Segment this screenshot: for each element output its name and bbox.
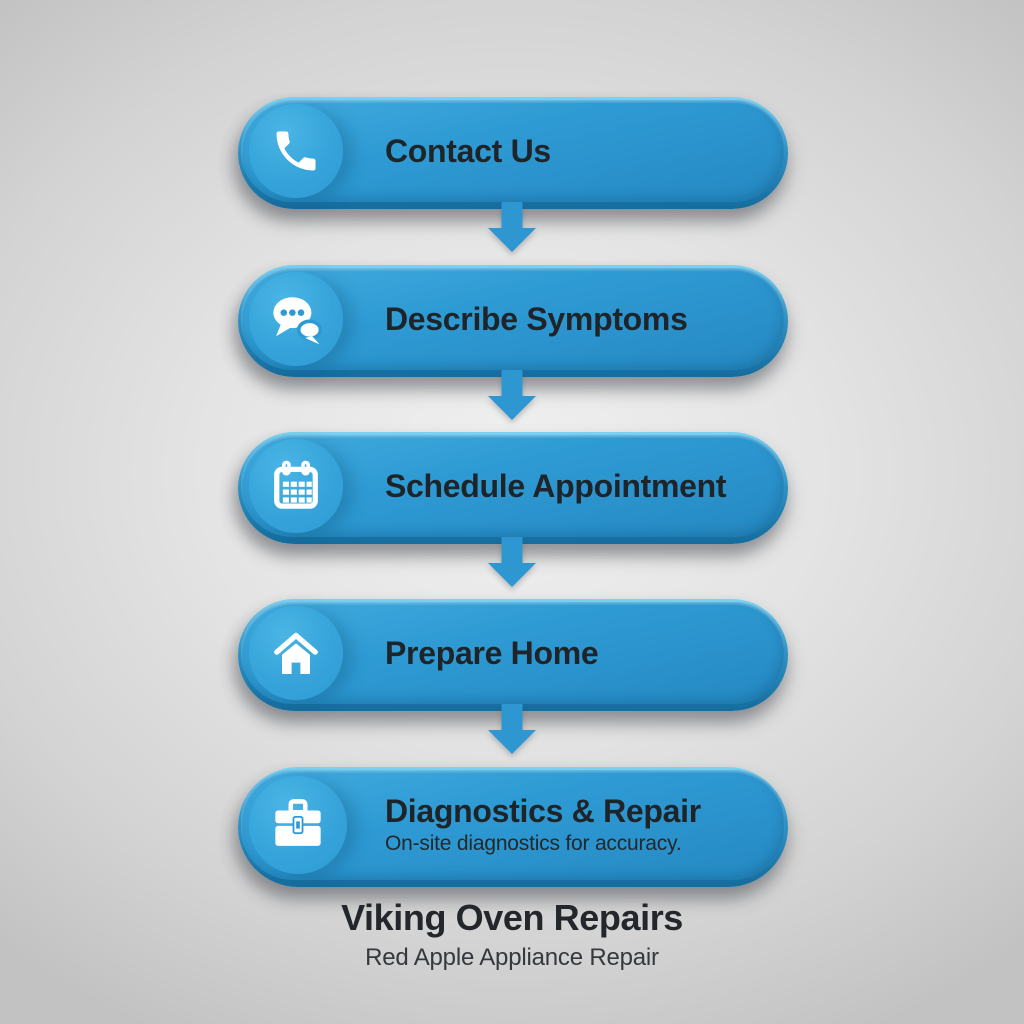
step-subtitle: On-site diagnostics for accuracy. xyxy=(385,831,682,855)
down-arrow-icon xyxy=(488,370,536,420)
step-icon-badge xyxy=(249,272,343,366)
down-arrow-icon xyxy=(488,537,536,587)
step-contact-us: Contact Us xyxy=(238,97,788,209)
step-prepare-home: Prepare Home xyxy=(238,599,788,711)
footer-subtitle: Red Apple Appliance Repair xyxy=(365,944,659,971)
phone-icon xyxy=(276,131,316,171)
footer-title: Viking Oven Repairs xyxy=(341,897,683,938)
pill-body: Prepare Home xyxy=(241,602,785,704)
toolbox-icon xyxy=(275,799,321,846)
pill-body: Schedule Appointment xyxy=(241,435,785,537)
step-describe-symptoms: Describe Symptoms xyxy=(238,265,788,377)
step-title: Contact Us xyxy=(385,132,551,169)
step-schedule-appointment: Schedule Appointment xyxy=(238,432,788,544)
pill-body: Describe Symptoms xyxy=(241,268,785,370)
step-icon-badge xyxy=(249,104,343,198)
home-icon xyxy=(274,632,318,674)
chat-bubbles-icon xyxy=(273,297,323,345)
step-title: Schedule Appointment xyxy=(385,467,727,504)
step-icon-badge xyxy=(249,776,347,874)
down-arrow-icon xyxy=(488,202,536,252)
calendar-icon xyxy=(274,460,318,509)
down-arrow-icon xyxy=(488,704,536,754)
step-title: Prepare Home xyxy=(385,634,599,671)
pill-body: Contact Us xyxy=(241,100,785,202)
step-icon-badge xyxy=(249,606,343,700)
step-title: Describe Symptoms xyxy=(385,300,688,337)
pill-body: Diagnostics & Repair On-site diagnostics… xyxy=(241,770,785,880)
step-title: Diagnostics & Repair xyxy=(385,793,701,830)
step-diagnostics-repair: Diagnostics & Repair On-site diagnostics… xyxy=(238,767,788,887)
step-icon-badge xyxy=(249,439,343,533)
